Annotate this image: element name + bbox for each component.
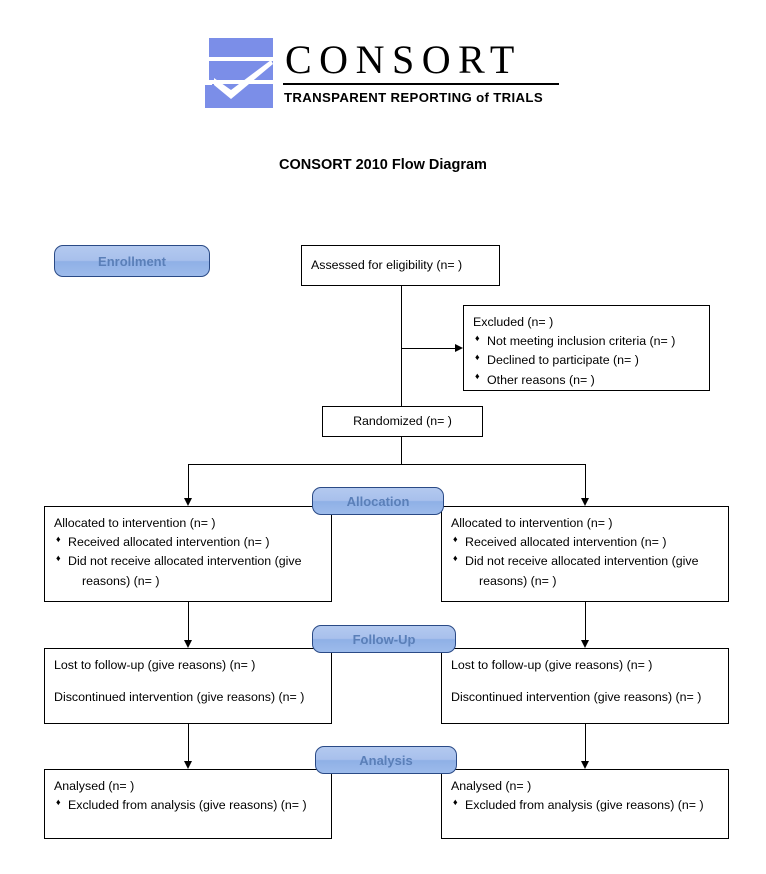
connector-split-right-drop <box>585 464 586 498</box>
box-followup-right: Lost to follow-up (give reasons) (n= ) D… <box>441 648 729 724</box>
followup-left-line2: Discontinued intervention (give reasons)… <box>54 690 305 705</box>
randomized-text: Randomized (n= ) <box>353 414 452 429</box>
arrowhead-analysis-right-icon <box>580 761 589 769</box>
stage-label-enrollment-text: Enrollment <box>98 253 166 269</box>
list-item: Not meeting inclusion criteria (n= ) <box>473 332 700 351</box>
connector-followup-to-analysis-left <box>188 724 189 761</box>
connector-split-bar <box>188 464 586 465</box>
box-allocation-right: Allocated to intervention (n= ) Received… <box>441 506 729 602</box>
connector-to-excluded <box>401 348 455 349</box>
connector-followup-to-analysis-right <box>585 724 586 761</box>
stage-label-enrollment: Enrollment <box>54 245 210 277</box>
list-item: Excluded from analysis (give reasons) (n… <box>451 796 719 815</box>
excluded-item-0: Not meeting inclusion criteria (n= ) <box>487 334 676 349</box>
list-item: Received allocated intervention (n= ) <box>451 533 719 552</box>
connector-randomized-down <box>401 437 402 464</box>
excluded-item-1: Declined to participate (n= ) <box>487 353 639 368</box>
arrowhead-analysis-left-icon <box>183 761 192 769</box>
connector-split-left-drop <box>188 464 189 498</box>
allocation-left-item-1: Did not receive allocated intervention (… <box>68 554 302 569</box>
consort-logo: CONSORT TRANSPARENT REPORTING of TRIALS <box>205 38 565 112</box>
excluded-list: Not meeting inclusion criteria (n= ) Dec… <box>473 332 700 390</box>
box-allocation-left: Allocated to intervention (n= ) Received… <box>44 506 332 602</box>
logo-divider <box>283 83 559 85</box>
list-item: Other reasons (n= ) <box>473 370 700 390</box>
allocation-left-item-0: Received allocated intervention (n= ) <box>68 535 270 550</box>
box-randomized: Randomized (n= ) <box>322 406 483 437</box>
stage-label-followup: Follow-Up <box>312 625 456 653</box>
arrowhead-followup-right-icon <box>580 640 589 648</box>
analysis-left-list: Excluded from analysis (give reasons) (n… <box>54 796 322 815</box>
analysis-left-heading: Analysed (n= ) <box>54 779 135 793</box>
allocation-left-list: Received allocated intervention (n= ) Di… <box>54 533 322 591</box>
stage-label-allocation: Allocation <box>312 487 444 515</box>
connector-alloc-to-followup-left <box>188 602 189 640</box>
arrowhead-followup-left-icon <box>183 640 192 648</box>
stage-label-allocation-text: Allocation <box>346 493 410 509</box>
logo-wordmark: CONSORT <box>285 37 522 82</box>
arrowhead-allocation-right-icon <box>580 498 589 506</box>
stage-label-analysis-text: Analysis <box>359 752 413 768</box>
allocation-right-heading: Allocated to intervention (n= ) <box>451 516 613 530</box>
consort-logo-mark-icon <box>205 38 273 108</box>
assessed-text: Assessed for eligibility (n= ) <box>311 258 463 273</box>
connector-assessed-to-randomized <box>401 286 402 406</box>
arrowhead-to-excluded-icon <box>455 343 463 352</box>
box-analysis-right: Analysed (n= ) Excluded from analysis (g… <box>441 769 729 839</box>
allocation-right-item-1-cont: reasons) (n= ) <box>479 573 557 588</box>
allocation-right-list: Received allocated intervention (n= ) Di… <box>451 533 719 591</box>
analysis-right-heading: Analysed (n= ) <box>451 779 532 793</box>
followup-right-line2: Discontinued intervention (give reasons)… <box>451 690 702 705</box>
analysis-left-item-0: Excluded from analysis (give reasons) (n… <box>68 798 307 813</box>
list-item: Received allocated intervention (n= ) <box>54 533 322 552</box>
followup-left-line1: Lost to follow-up (give reasons) (n= ) <box>54 658 256 672</box>
allocation-left-heading: Allocated to intervention (n= ) <box>54 516 216 530</box>
consort-logo-text: CONSORT TRANSPARENT REPORTING of TRIALS <box>283 38 565 108</box>
allocation-right-item-1: Did not receive allocated intervention (… <box>465 554 699 569</box>
logo-tagline: TRANSPARENT REPORTING of TRIALS <box>284 90 543 105</box>
arrowhead-allocation-left-icon <box>183 498 192 506</box>
box-excluded: Excluded (n= ) Not meeting inclusion cri… <box>463 305 710 391</box>
allocation-right-item-0: Received allocated intervention (n= ) <box>465 535 667 550</box>
excluded-item-2: Other reasons (n= ) <box>487 372 595 387</box>
list-item: Did not receive allocated intervention (… <box>54 552 322 590</box>
page-title: CONSORT 2010 Flow Diagram <box>279 157 487 173</box>
list-item: Declined to participate (n= ) <box>473 351 700 370</box>
stage-label-followup-text: Follow-Up <box>352 631 416 647</box>
connector-alloc-to-followup-right <box>585 602 586 640</box>
analysis-right-item-0: Excluded from analysis (give reasons) (n… <box>465 798 704 813</box>
allocation-left-item-1-cont: reasons) (n= ) <box>82 573 160 588</box>
stage-label-analysis: Analysis <box>315 746 457 774</box>
box-analysis-left: Analysed (n= ) Excluded from analysis (g… <box>44 769 332 839</box>
list-item: Excluded from analysis (give reasons) (n… <box>54 796 322 815</box>
analysis-right-list: Excluded from analysis (give reasons) (n… <box>451 796 719 815</box>
list-item: Did not receive allocated intervention (… <box>451 552 719 590</box>
box-followup-left: Lost to follow-up (give reasons) (n= ) D… <box>44 648 332 724</box>
followup-right-line1: Lost to follow-up (give reasons) (n= ) <box>451 658 653 672</box>
excluded-heading: Excluded (n= ) <box>473 315 554 329</box>
box-assessed-for-eligibility: Assessed for eligibility (n= ) <box>301 245 500 286</box>
